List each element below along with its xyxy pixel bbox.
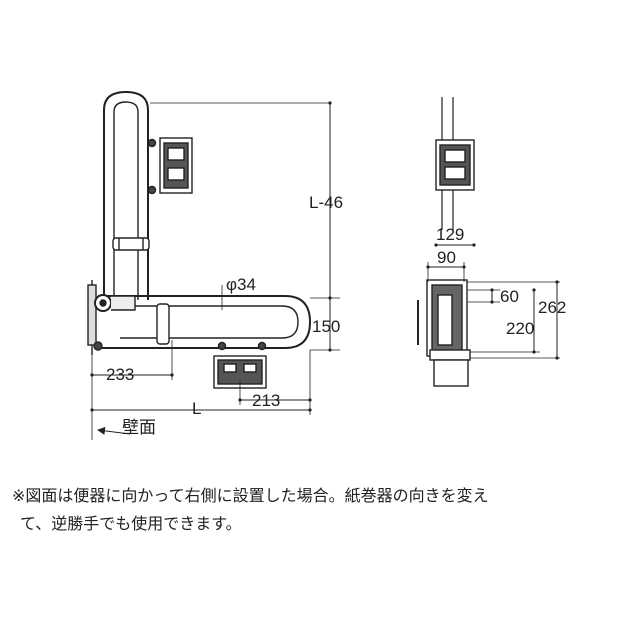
front-view xyxy=(87,90,312,389)
horizontal-armrest xyxy=(93,294,312,351)
label-220: 220 xyxy=(506,319,534,338)
side-dimensions xyxy=(426,243,560,360)
label-l: L xyxy=(192,399,201,418)
folded-armrest xyxy=(103,90,157,300)
product-drawing: L-46 φ34 150 233 213 L 壁面 129 90 60 262 … xyxy=(87,90,566,440)
label-90: 90 xyxy=(437,248,456,267)
side-roll-holder xyxy=(433,359,469,387)
armrest-grip-horizontal xyxy=(156,303,170,345)
label-150: 150 xyxy=(312,317,340,336)
front-dimensions xyxy=(90,101,340,440)
armrest-grip xyxy=(112,237,150,251)
wall-arrow xyxy=(97,426,131,435)
label-233: 233 xyxy=(106,365,134,384)
side-view-top xyxy=(435,97,475,230)
paper-holder-front xyxy=(159,137,193,194)
label-wall: 壁面 xyxy=(122,418,156,437)
label-l-46: L-46 xyxy=(309,193,343,212)
note-line-1: ※図面は便器に向かって右側に設置した場合。紙巻器の向きを変え xyxy=(12,486,489,505)
label-129: 129 xyxy=(436,225,464,244)
installation-note: ※図面は便器に向かって右側に設置した場合。紙巻器の向きを変え て、逆勝手でも使用… xyxy=(12,482,624,538)
label-diameter: φ34 xyxy=(226,275,256,294)
wall-bracket xyxy=(87,284,97,346)
label-213: 213 xyxy=(252,391,280,410)
label-60: 60 xyxy=(500,287,519,306)
side-view-bottom xyxy=(417,279,471,387)
label-262: 262 xyxy=(538,298,566,317)
note-line-2: て、逆勝手でも使用できます。 xyxy=(20,514,242,533)
